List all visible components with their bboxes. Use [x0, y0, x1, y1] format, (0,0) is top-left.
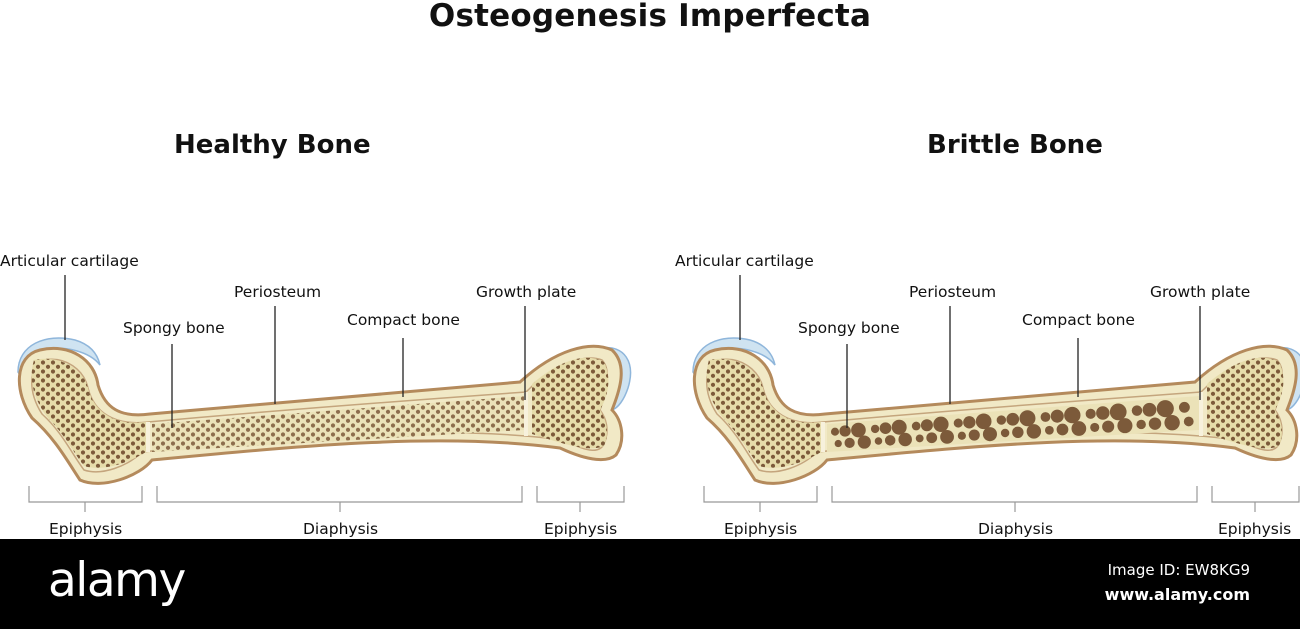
region-brackets: [28, 486, 1300, 512]
brittle-pore: [834, 439, 842, 448]
brittle-growth-plate-label: Growth plate: [1150, 283, 1251, 301]
brittle-pore: [920, 419, 933, 432]
brittle-pore: [982, 427, 997, 442]
brittle-pore: [911, 421, 921, 431]
brittle-leader-lines: [739, 275, 1201, 428]
brittle-epiphysis-left-label: Epiphysis: [724, 520, 798, 538]
brittle-diaphysis-label: Diaphysis: [978, 520, 1054, 538]
brittle-pore: [957, 431, 966, 440]
website-link[interactable]: www.alamy.com: [1104, 585, 1250, 604]
brittle-pore: [851, 422, 866, 438]
brittle-periosteum-label: Periosteum: [909, 283, 997, 301]
brittle-pore: [1142, 402, 1157, 417]
brittle-pore: [1117, 418, 1133, 434]
bone-diagram: [17, 275, 1300, 512]
brittle-pore: [1012, 426, 1024, 439]
healthy-articular-cartilage-label: Articular cartilage: [0, 252, 139, 270]
brittle-pore: [1019, 410, 1036, 427]
brittle-pore: [844, 437, 855, 449]
brittle-pore: [1164, 414, 1180, 431]
brittle-pore: [1000, 428, 1010, 438]
footer-bar: alamy Image ID: EW8KG9 www.alamy.com: [0, 539, 1300, 629]
healthy-compact-bone-label: Compact bone: [347, 311, 460, 329]
image-id: Image ID: EW8KG9: [1107, 561, 1250, 579]
brittle-pore: [870, 424, 880, 434]
brittle-pore: [1109, 403, 1127, 421]
brittle-pore: [996, 415, 1007, 425]
healthy-periosteum-label: Periosteum: [234, 283, 322, 301]
brittle-bone-illustration: [692, 337, 1300, 485]
healthy-growth-plate-label: Growth plate: [476, 283, 577, 301]
brittle-pore: [1040, 412, 1051, 422]
brittle-pore: [975, 413, 992, 430]
brittle-pore: [891, 419, 907, 435]
brittle-pore: [1064, 406, 1081, 424]
brittle-pore: [1085, 408, 1096, 419]
brittle-articular-cartilage-label: Articular cartilage: [675, 252, 814, 270]
brittle-pore: [1056, 423, 1069, 436]
brittle-bone-heading: Brittle Bone: [927, 130, 1103, 160]
brittle-pore: [1006, 412, 1020, 426]
brittle-epiphysis-right-label: Epiphysis: [1218, 520, 1292, 538]
brittle-pore: [1050, 409, 1064, 423]
brittle-pore: [963, 416, 976, 429]
brittle-pore: [1131, 405, 1143, 416]
healthy-spongy-bone-label: Spongy bone: [123, 319, 225, 337]
brittle-pore: [1026, 424, 1042, 439]
brittle-pore: [830, 427, 840, 436]
healthy-bone-illustration: [17, 337, 632, 485]
alamy-logo: alamy: [48, 553, 186, 608]
brittle-pore: [879, 422, 892, 435]
brittle-pore: [839, 425, 851, 437]
brittle-pore: [874, 437, 883, 445]
healthy-bone-heading: Healthy Bone: [174, 130, 371, 160]
brittle-pore: [968, 429, 980, 441]
brittle-spongy-bone-label: Spongy bone: [798, 319, 900, 337]
brittle-pore: [1090, 422, 1100, 432]
brittle-pore: [1156, 400, 1174, 418]
brittle-pore: [933, 416, 949, 432]
brittle-pore: [953, 418, 963, 428]
page-title: Osteogenesis Imperfecta: [428, 0, 872, 34]
brittle-pore: [1136, 419, 1146, 430]
healthy-diaphysis-label: Diaphysis: [303, 520, 379, 538]
brittle-compact-bone-label: Compact bone: [1022, 311, 1135, 329]
brittle-pore: [1071, 421, 1087, 436]
brittle-pore: [898, 432, 912, 447]
brittle-pore: [1096, 406, 1110, 420]
brittle-pore: [857, 435, 871, 449]
brittle-pore: [1178, 401, 1190, 413]
brittle-pore: [1183, 416, 1194, 427]
brittle-pore: [1044, 425, 1054, 435]
healthy-epiphysis-right-label: Epiphysis: [544, 520, 618, 538]
healthy-epiphysis-left-label: Epiphysis: [49, 520, 123, 538]
brittle-pore: [884, 435, 896, 446]
healthy-leader-lines: [64, 275, 526, 428]
brittle-pore: [926, 432, 938, 444]
brittle-pore: [1148, 417, 1162, 430]
brittle-pore: [915, 434, 924, 443]
brittle-pore: [1102, 420, 1115, 433]
brittle-pore: [940, 429, 954, 444]
